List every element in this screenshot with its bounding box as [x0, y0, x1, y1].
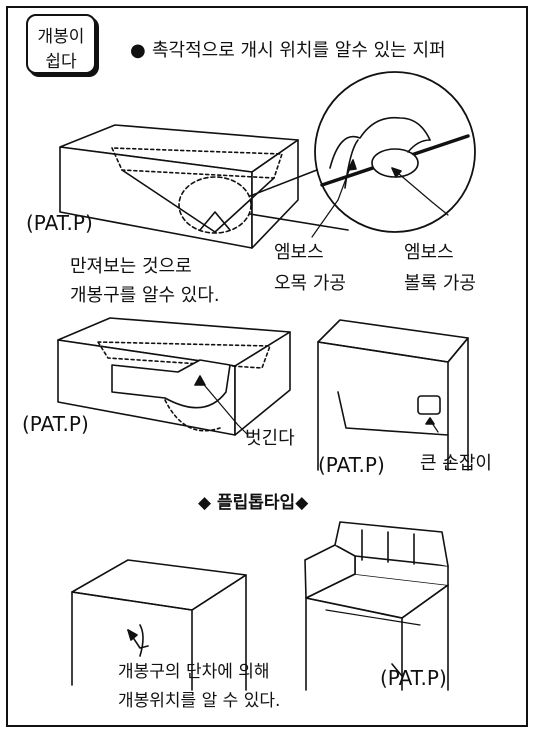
emboss-concave-line-2: 오목 가공 — [274, 273, 346, 294]
pat-label-3: (PAT.P) — [318, 453, 385, 477]
note-step-line-1: 개봉구의 단차에 의해 — [118, 662, 270, 682]
box5-illustration — [304, 521, 449, 691]
big-handle-label: 큰 손잡이 — [420, 453, 492, 474]
pat-label-4: (PAT.P) — [380, 666, 447, 690]
pat-label-1: (PAT.P) — [26, 211, 93, 235]
headline-text: 촉각적으로 개시 위치를 알수 있는 지퍼 — [152, 40, 446, 61]
box4-illustration — [71, 559, 247, 691]
note-step-line-2: 개봉위치를 알 수 있다. — [118, 691, 281, 711]
box3-illustration — [317, 319, 469, 471]
fliptop-title: ◆ 플립톱타입◆ — [198, 493, 309, 513]
emboss-convex-line-2: 볼록 가공 — [404, 273, 476, 294]
badge-line-1: 개봉이 — [37, 27, 85, 47]
emboss-concave-line-1: 엠보스 — [274, 242, 324, 263]
box1-illustration — [59, 124, 349, 249]
pat-label-2: (PAT.P) — [22, 412, 89, 436]
note-touch-line-1: 만져보는 것으로 — [70, 256, 192, 277]
peel-label: 벗긴다 — [245, 428, 295, 449]
box2-illustration — [57, 317, 291, 436]
diagram-frame — [6, 6, 528, 727]
headline-bullet: ● — [130, 40, 146, 61]
magnified-detail — [311, 71, 476, 238]
badge-line-2: 쉽다 — [45, 52, 77, 72]
easy-open-badge: 개봉이 쉽다 — [26, 14, 96, 74]
emboss-convex-line-1: 엠보스 — [404, 242, 454, 263]
note-touch-line-2: 개봉구를 알수 있다. — [70, 285, 220, 306]
